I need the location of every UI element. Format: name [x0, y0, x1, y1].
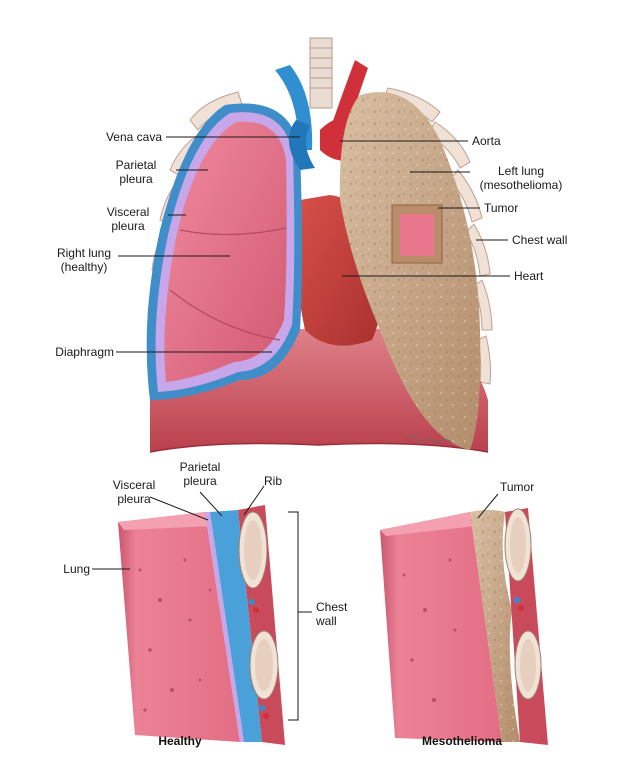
right-lung-group	[146, 103, 302, 400]
label-parietal-pleura-line1: Parietal	[115, 158, 157, 172]
label-lung: Lung	[63, 562, 90, 576]
label-diaphragm: Diaphragm	[55, 345, 114, 359]
label-right-lung: Right lung (healthy)	[44, 246, 124, 274]
caption-mesothelioma: Mesothelioma	[421, 734, 502, 748]
healthy-cross-section	[118, 505, 285, 745]
label-parietal-pleura-line2: pleura	[119, 172, 153, 186]
left-lung-group	[339, 92, 481, 450]
label-visceral-pleura-line2: pleura	[111, 219, 145, 233]
label-visceral-pleura-healthy: Visceral pleura	[94, 478, 174, 506]
label-chest-wall-healthy: Chest wall	[316, 600, 347, 628]
label-visceral-pleura-main: Visceral pleura	[88, 205, 168, 233]
label-aorta: Aorta	[472, 134, 501, 148]
label-left-lung: Left lung (mesothelioma)	[466, 164, 576, 192]
label-parietal-pleura-main: Parietal pleura	[96, 158, 176, 186]
label-tumor-meso: Tumor	[500, 480, 535, 494]
leader-lines-main	[116, 136, 510, 353]
label-vena-cava: Vena cava	[105, 130, 162, 144]
label-parietal-pleura-healthy-line2: pleura	[183, 474, 217, 488]
label-parietal-pleura-healthy-line1: Parietal	[179, 460, 221, 474]
artist-signature	[403, 435, 453, 445]
label-visceral-pleura-healthy-line1: Visceral	[112, 478, 156, 492]
label-left-lung-line1: Left lung	[497, 164, 545, 178]
label-right-lung-line1: Right lung	[56, 246, 112, 260]
label-visceral-pleura-healthy-line2: pleura	[117, 492, 151, 506]
mesothelioma-cross-section	[380, 508, 548, 745]
label-chest-wall-main: Chest wall	[512, 233, 568, 247]
label-parietal-pleura-healthy: Parietal pleura	[160, 460, 240, 488]
label-visceral-pleura-line1: Visceral	[106, 205, 150, 219]
label-heart: Heart	[514, 269, 544, 283]
leader-lines-lower	[92, 485, 499, 721]
label-tumor-main: Tumor	[484, 201, 519, 215]
trachea	[309, 37, 333, 109]
label-chest-wall-healthy-line2: wall	[316, 614, 337, 628]
label-right-lung-line2: (healthy)	[60, 260, 108, 274]
caption-healthy: Healthy	[158, 734, 202, 748]
label-rib: Rib	[264, 474, 283, 488]
label-left-lung-line2: (mesothelioma)	[479, 178, 563, 192]
label-chest-wall-healthy-line1: Chest	[316, 600, 348, 614]
